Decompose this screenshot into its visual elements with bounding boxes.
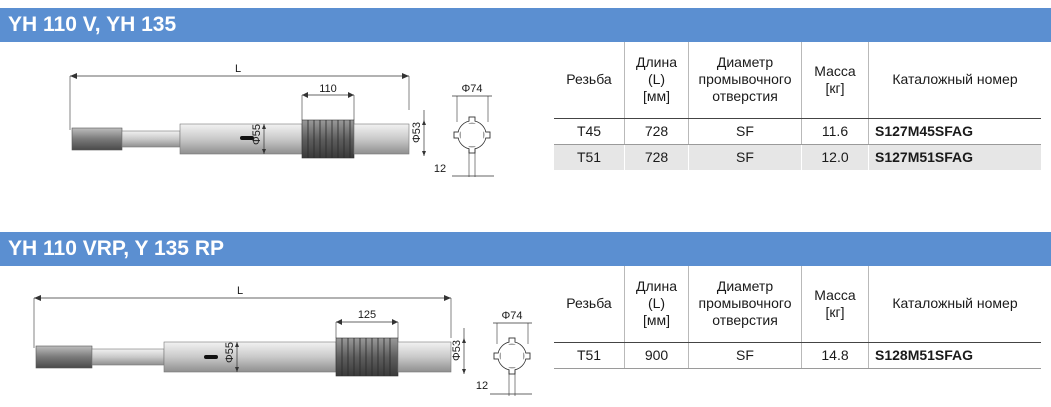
cell-catalog: S128M51SFAG [868,342,1041,369]
col-thread: Резьба [554,266,625,343]
col-catalog: Каталожный номер [868,266,1041,343]
diam-spline-label-1: Φ53 [411,122,423,143]
cell-flush-hole: SF [688,144,802,170]
shank-drawing-2: L 125 Φ55 Φ53 Φ74 [0,276,545,407]
col-length: Длина (L) [мм] [624,42,689,119]
width-label-1: 12 [434,163,446,175]
length-label-1: L [235,63,241,75]
cell-thread: T51 [554,144,625,170]
spec-table-1: Резьба Длина (L) [мм] Диаметр промывочно… [554,42,1041,170]
col-length-label: Длина (L) [мм] [636,278,677,329]
cell-length: 728 [624,118,689,145]
col-mass-label: Масса [кг] [814,286,856,320]
table-row: T51 728 SF 12.0 S127M51SFAG [554,144,1041,170]
diam-outer-label-1: Φ74 [461,83,482,95]
diam-shank-label-2: Φ55 [224,342,236,363]
col-length-label: Длина (L) [мм] [636,54,677,105]
diam-spline-label-2: Φ53 [451,340,463,361]
cell-catalog: S127M45SFAG [868,118,1041,145]
section-title-2: YH 110 VRP, Y 135 RP [0,232,1051,266]
spline-length-label-1: 110 [319,83,337,95]
cell-length: 728 [624,144,689,170]
cell-flush-hole: SF [688,342,802,369]
cell-thread: T45 [554,118,625,145]
table-row: T45 728 SF 11.6 S127M45SFAG [554,118,1041,145]
table-row: T51 900 SF 14.8 S128M51SFAG [554,342,1041,369]
width-label-2: 12 [476,380,488,392]
cell-mass: 12.0 [801,144,869,170]
cell-flush-hole: SF [688,118,802,145]
diam-outer-label-2: Φ74 [501,310,522,322]
col-catalog: Каталожный номер [868,42,1041,119]
col-catalog-label: Каталожный номер [892,295,1018,312]
col-mass: Масса [кг] [801,266,869,343]
col-flush-hole: Диаметр промывочного отверстия [688,42,802,119]
cell-mass: 11.6 [801,118,869,145]
col-catalog-label: Каталожный номер [892,71,1018,88]
cell-mass: 14.8 [801,342,869,369]
section-title-1: YH 110 V, YH 135 [0,8,1051,42]
col-flush-hole-label: Диаметр промывочного отверстия [698,278,792,329]
col-length: Длина (L) [мм] [624,266,689,343]
cell-thread: T51 [554,342,625,369]
spec-table-2: Резьба Длина (L) [мм] Диаметр промывочно… [554,266,1041,369]
col-mass-label: Масса [кг] [814,62,856,96]
col-thread-label: Резьба [566,71,612,88]
col-thread-label: Резьба [566,295,612,312]
spline-length-label-2: 125 [358,309,376,321]
col-flush-hole-label: Диаметр промывочного отверстия [698,54,792,105]
col-mass: Масса [кг] [801,42,869,119]
col-flush-hole: Диаметр промывочного отверстия [688,266,802,343]
cell-length: 900 [624,342,689,369]
cell-catalog: S127M51SFAG [868,144,1041,170]
diam-shank-label-1: Φ55 [251,124,263,145]
shank-drawing-1: L 110 Φ55 Φ53 Φ74 [0,52,545,197]
col-thread: Резьба [554,42,625,119]
length-label-2: L [237,285,243,297]
